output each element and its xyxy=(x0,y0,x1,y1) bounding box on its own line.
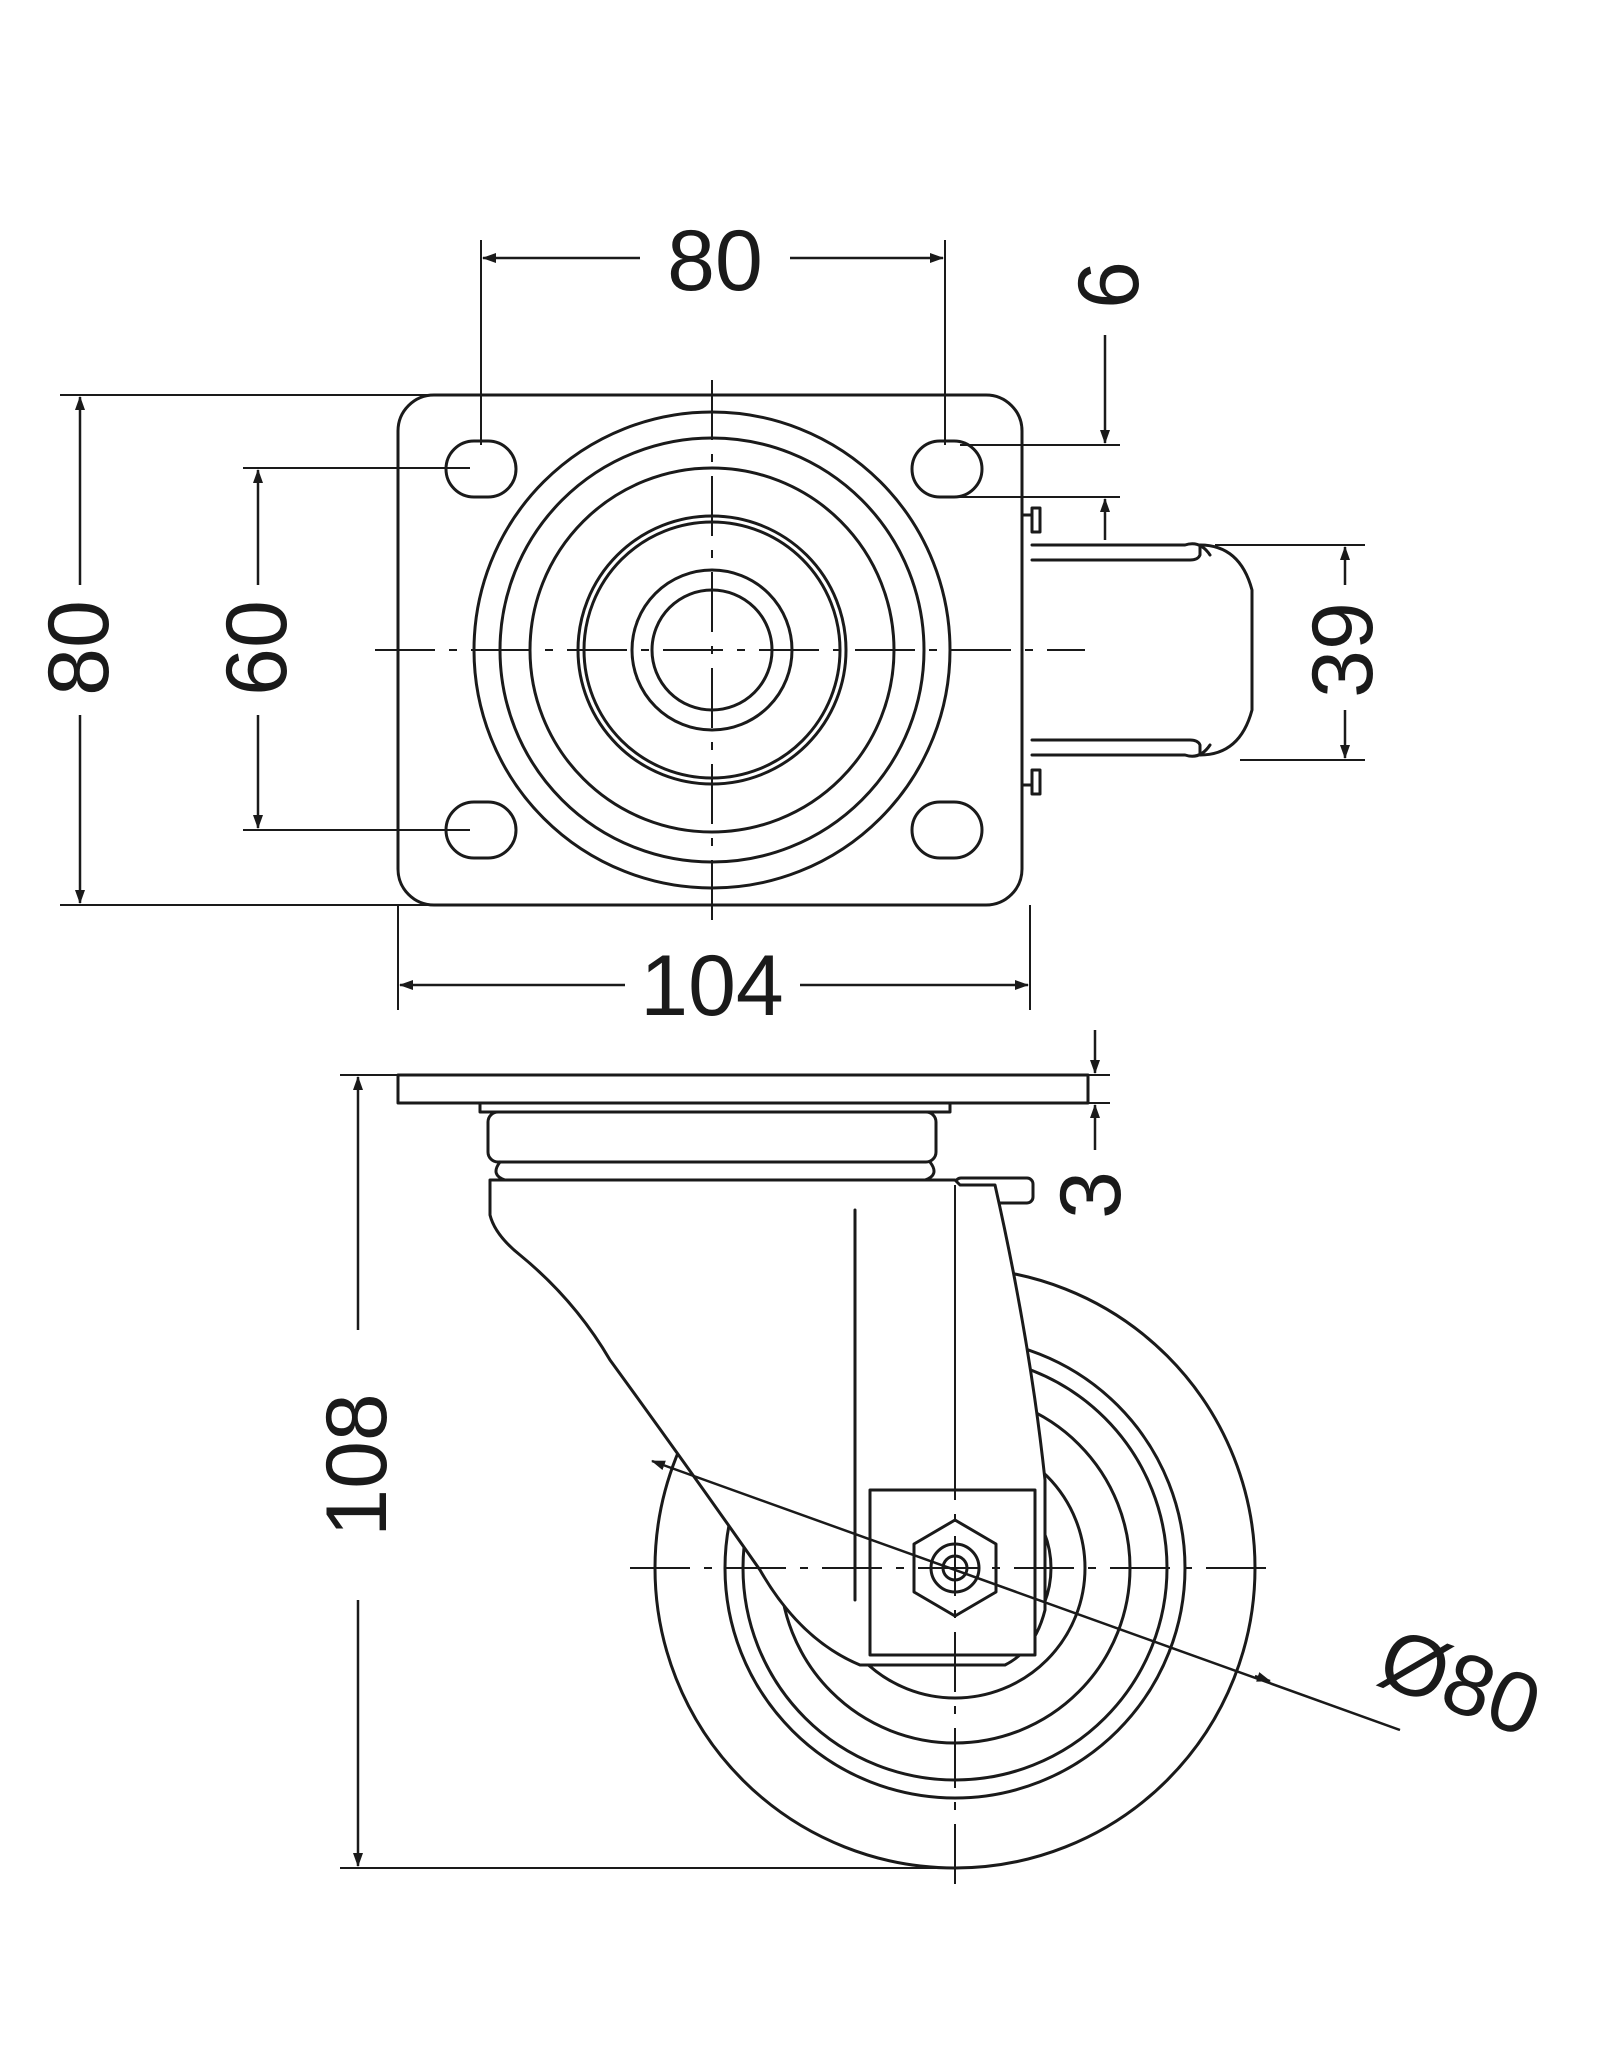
dim-label-plate-thickness-side: 3 xyxy=(1043,1171,1139,1219)
top-view-extension-lines xyxy=(60,240,1365,1010)
dim-leader-tick xyxy=(1254,1672,1271,1683)
top-view: 80 6 80 60 39 104 xyxy=(31,213,1391,1034)
dim-label-wheel-width: 39 xyxy=(1295,602,1391,698)
dim-label-hole-spacing-x: 80 xyxy=(667,213,763,309)
dim-label-plate-thickness: 6 xyxy=(1061,261,1157,309)
dim-label-wheel-diameter: Ø80 xyxy=(1367,1610,1553,1756)
dim-label-plate-width: 104 xyxy=(640,938,784,1034)
side-view: 108 3 Ø80 xyxy=(309,1030,1553,1890)
dim-label-plate-height: 80 xyxy=(31,600,127,696)
dim-label-overall-height: 108 xyxy=(309,1393,405,1537)
dim-line-wheel-diameter xyxy=(651,1459,1401,1732)
wheel-top-projection xyxy=(1020,506,1254,796)
bearing-lower xyxy=(494,1160,936,1182)
mounting-hole-top-right xyxy=(910,439,984,499)
bearing-ring xyxy=(486,1110,938,1164)
side-plate xyxy=(396,1073,1090,1105)
dim-label-hole-spacing-y: 60 xyxy=(209,600,305,696)
mounting-hole-bottom-right xyxy=(910,800,984,860)
